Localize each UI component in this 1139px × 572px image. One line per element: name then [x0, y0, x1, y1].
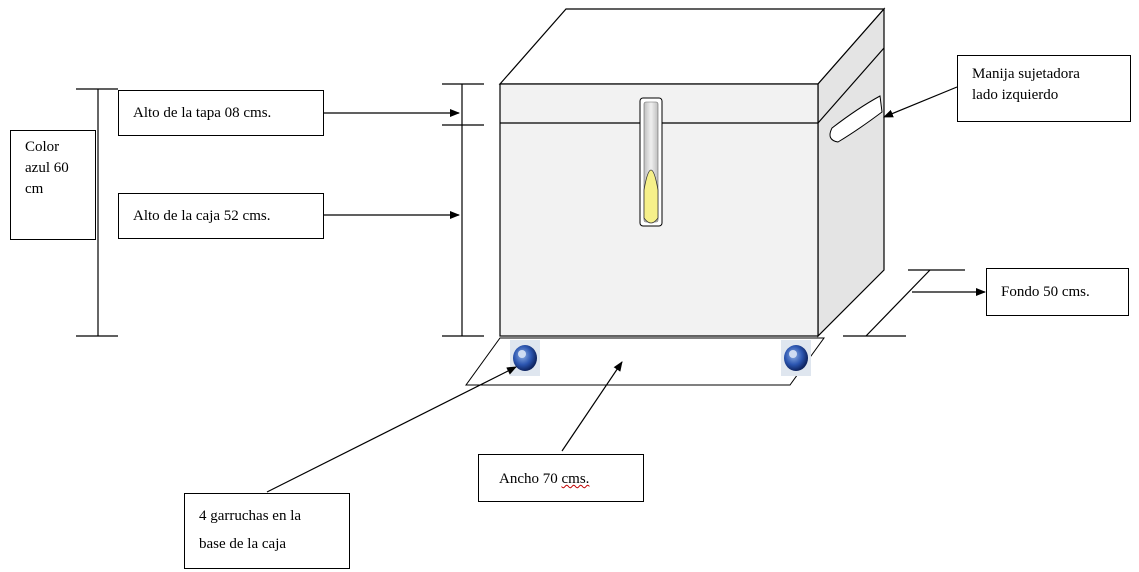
wheels-label: 4 garruchas en la base de la caja [184, 493, 350, 569]
box-top [498, 8, 886, 85]
handle-icon [829, 95, 883, 143]
handle-label: Manija sujetadora lado izquierdo [957, 55, 1131, 122]
width-label-unit: cms. [561, 471, 590, 487]
lid-box-height-dimension [442, 83, 484, 337]
caster-wheel-icon [781, 340, 811, 376]
color-label: Color azul 60 cm [10, 130, 96, 240]
caster-wheel-icon [510, 340, 540, 376]
depth-label: Fondo 50 cms. [986, 268, 1129, 316]
latch-icon [639, 97, 663, 227]
depth-dimension [843, 269, 965, 337]
width-label: Ancho 70 cms. [478, 454, 644, 502]
width-label-text: Ancho 70 [499, 471, 562, 487]
total-height-dimension [76, 88, 118, 337]
arrow-ruedas [266, 366, 517, 493]
arrow-manija [883, 86, 958, 118]
lid-height-label: Alto de la tapa 08 cms. [118, 90, 324, 136]
side-lid-seam [817, 47, 885, 124]
box-height-label: Alto de la caja 52 cms. [118, 193, 324, 239]
base-floor [465, 337, 825, 386]
arrow-ancho [561, 361, 623, 452]
